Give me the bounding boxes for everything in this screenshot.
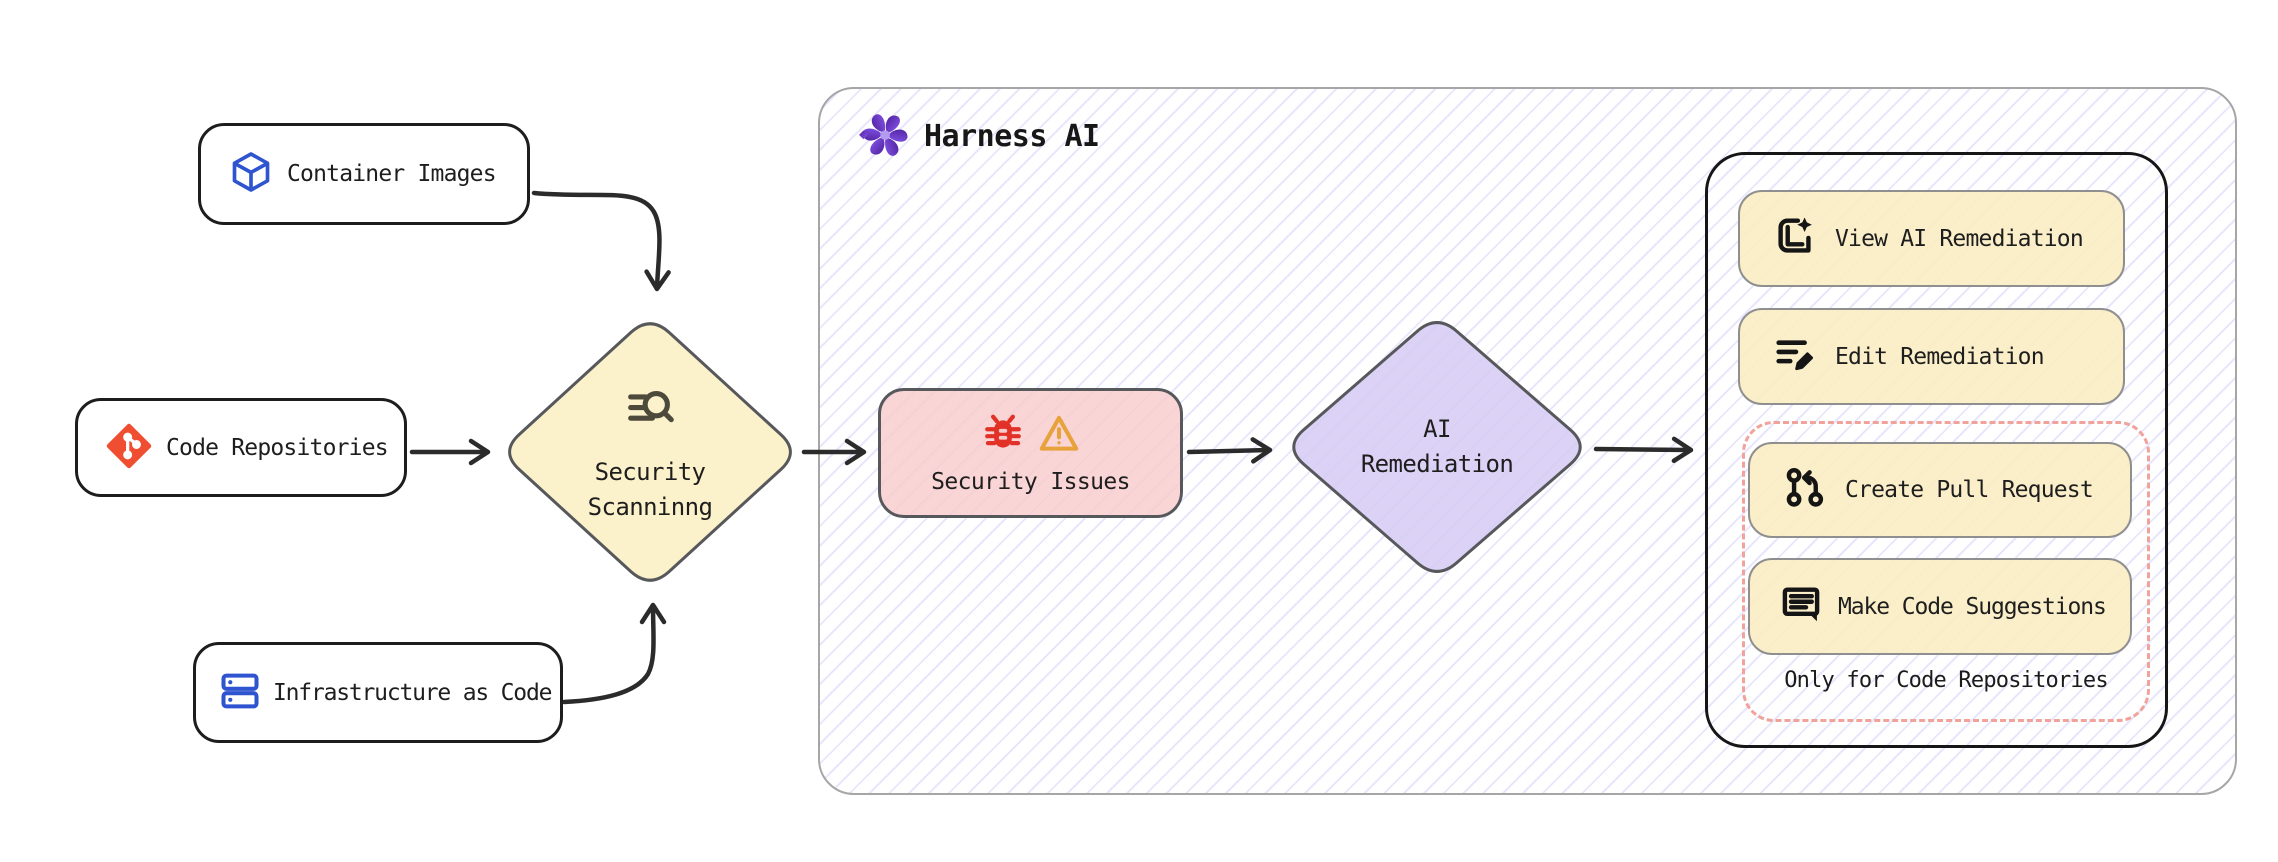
node-code-repositories: Code Repositories bbox=[75, 398, 407, 497]
server-stack-icon bbox=[218, 669, 262, 717]
view-ai-icon bbox=[1772, 214, 1818, 264]
bug-icon bbox=[981, 412, 1025, 460]
node-label: Code Repositories bbox=[166, 434, 389, 461]
container-cube-icon bbox=[229, 150, 273, 198]
scan-search-icon bbox=[621, 381, 679, 443]
repo-only-group bbox=[1742, 421, 2150, 722]
issues-label: Security Issues bbox=[931, 468, 1130, 495]
git-icon bbox=[106, 423, 152, 473]
harness-ai-flower-icon bbox=[858, 108, 910, 164]
node-infrastructure-as-code: Infrastructure as Code bbox=[193, 642, 563, 743]
pull-request-icon bbox=[1782, 465, 1828, 515]
node-label: Container Images bbox=[287, 161, 497, 187]
scanning-label-line2: Scanninng bbox=[587, 493, 713, 521]
repo-only-note: Only for Code Repositories bbox=[1784, 668, 2108, 693]
action-make-code-suggestions: Make Code Suggestions bbox=[1748, 558, 2132, 655]
arrow-container-to-scan bbox=[531, 190, 671, 292]
actions-panel bbox=[1705, 152, 2168, 748]
arrow-infra-to-scan bbox=[561, 602, 667, 705]
harness-ai-header: Harness AI bbox=[858, 108, 1100, 164]
action-label: Edit Remediation bbox=[1835, 343, 2045, 370]
node-security-scanning: Security Scanninng bbox=[500, 318, 800, 588]
node-container-images: Container Images bbox=[198, 123, 530, 225]
edit-list-icon bbox=[1772, 332, 1818, 382]
node-security-issues: Security Issues bbox=[878, 388, 1183, 518]
action-view-ai-remediation: View AI Remediation bbox=[1738, 190, 2125, 287]
action-create-pull-request: Create Pull Request bbox=[1748, 442, 2132, 538]
action-label: Make Code Suggestions bbox=[1838, 593, 2107, 620]
harness-ai-title: Harness AI bbox=[924, 118, 1100, 154]
warning-icon bbox=[1037, 412, 1081, 460]
issues-icon-row bbox=[981, 412, 1081, 460]
action-edit-remediation: Edit Remediation bbox=[1738, 308, 2125, 405]
node-label: Infrastructure as Code bbox=[273, 679, 552, 706]
code-suggestion-icon bbox=[1778, 582, 1824, 632]
security-scanning-diamond bbox=[508, 322, 792, 582]
action-label: Create Pull Request bbox=[1845, 477, 2094, 503]
scanning-label-line1: Security bbox=[594, 458, 706, 487]
action-label: View AI Remediation bbox=[1835, 225, 2084, 252]
